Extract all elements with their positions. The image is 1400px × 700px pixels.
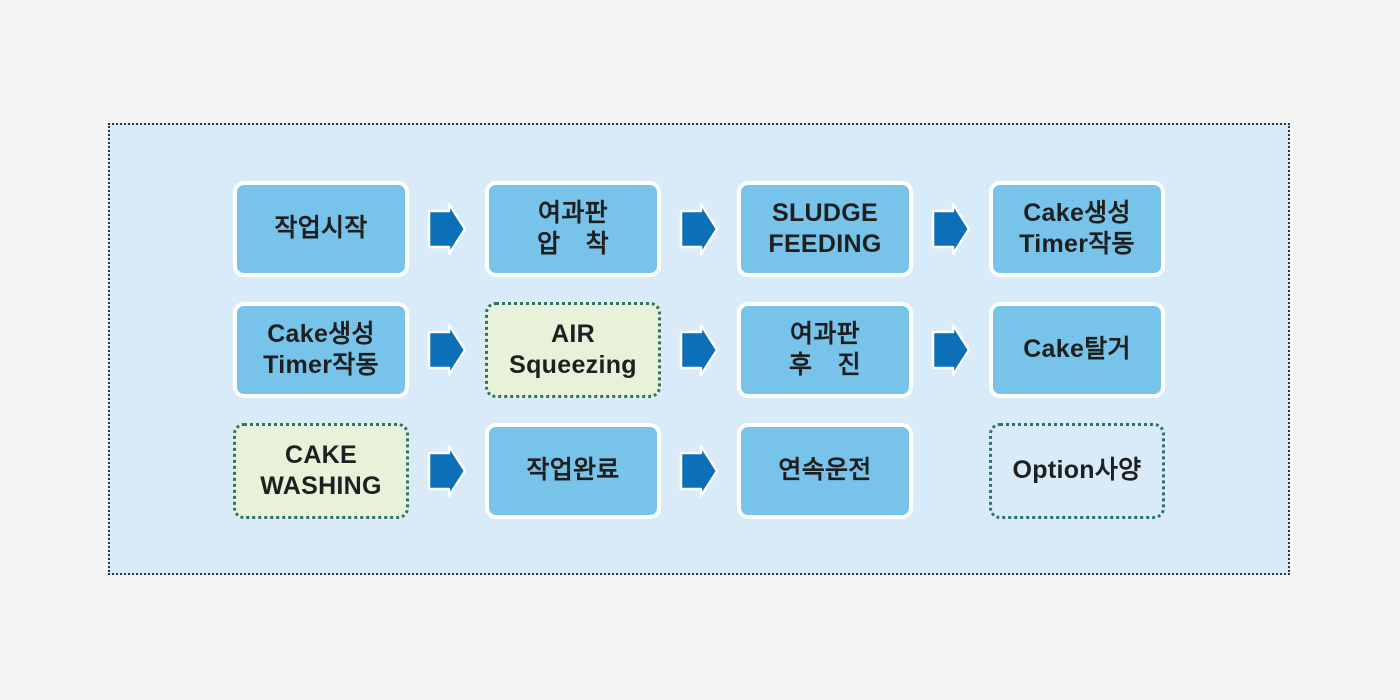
flow-box-cake-timer-run: Cake생성 Timer작동 [233, 302, 409, 398]
box-label: 작업완료 [526, 456, 620, 485]
flow-box-cake-removal: Cake탈거 [989, 302, 1165, 398]
flow-connector [661, 302, 737, 398]
box-label: 여과판 후 진 [789, 319, 861, 380]
box-label: AIR Squeezing [509, 319, 637, 380]
arrow-right-icon [931, 202, 971, 256]
box-label: Cake생성 Timer작동 [263, 319, 379, 380]
flow-connector [913, 181, 989, 277]
flow-diagram-panel: 작업시작 여과판 압 착 SLUDGE FEEDING [108, 123, 1290, 575]
flow-row-3: CAKE WASHING 작업완료 연속운전 Option사양 [233, 423, 1165, 519]
arrow-right-icon [679, 202, 719, 256]
flow-connector-empty [913, 423, 989, 519]
arrow-right-icon [427, 444, 467, 498]
box-label: Option사양 [1012, 456, 1142, 485]
flow-box-continuous-operation: 연속운전 [737, 423, 913, 519]
box-label: CAKE WASHING [260, 440, 382, 501]
flow-connector [409, 302, 485, 398]
flow-box-filter-plate-retreat: 여과판 후 진 [737, 302, 913, 398]
flow-connector [409, 423, 485, 519]
flow-box-cake-washing: CAKE WASHING [233, 423, 409, 519]
box-label: SLUDGE FEEDING [768, 198, 882, 259]
flow-box-sludge-feeding: SLUDGE FEEDING [737, 181, 913, 277]
box-label: 작업시작 [274, 214, 368, 243]
arrow-right-icon [679, 323, 719, 377]
box-label: 여과판 압 착 [537, 198, 609, 259]
flow-box-cake-timer-start: Cake생성 Timer작동 [989, 181, 1165, 277]
box-label: 연속운전 [778, 456, 872, 485]
flow-connector [661, 181, 737, 277]
flow-connector [409, 181, 485, 277]
box-label: Cake생성 Timer작동 [1019, 198, 1135, 259]
flow-box-option-spec: Option사양 [989, 423, 1165, 519]
flow-box-job-start: 작업시작 [233, 181, 409, 277]
box-label: Cake탈거 [1023, 335, 1131, 364]
flow-connector [661, 423, 737, 519]
arrow-right-icon [679, 444, 719, 498]
flow-grid: 작업시작 여과판 압 착 SLUDGE FEEDING [233, 181, 1165, 544]
arrow-right-icon [931, 323, 971, 377]
flow-connector [913, 302, 989, 398]
arrow-right-icon [427, 323, 467, 377]
flow-box-filter-plate-press: 여과판 압 착 [485, 181, 661, 277]
flow-row-2: Cake생성 Timer작동 AIR Squeezing 여과판 후 진 [233, 302, 1165, 398]
flow-box-air-squeezing: AIR Squeezing [485, 302, 661, 398]
flow-box-job-complete: 작업완료 [485, 423, 661, 519]
arrow-right-icon [427, 202, 467, 256]
flow-row-1: 작업시작 여과판 압 착 SLUDGE FEEDING [233, 181, 1165, 277]
